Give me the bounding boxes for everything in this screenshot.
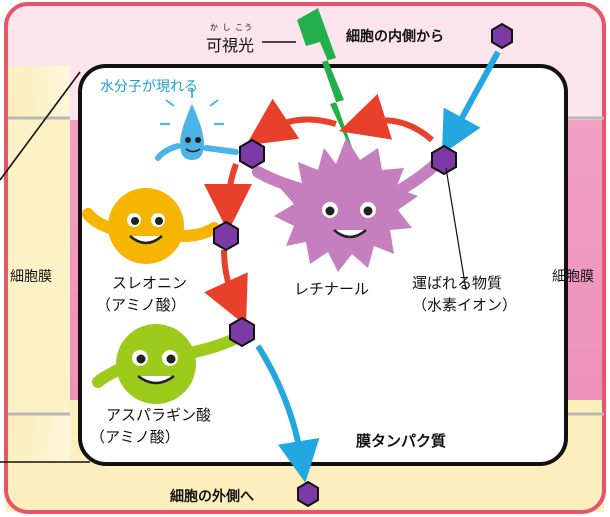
- hexagon-bottom: [297, 480, 319, 508]
- water-appears-label: 水分子が現れる: [100, 79, 198, 95]
- hydrogen-ion-hexagons: [213, 22, 513, 508]
- hexagon-top: [491, 22, 513, 50]
- threonine-label: スレオニン: [112, 274, 188, 292]
- membrane-label-right: 細胞膜: [552, 269, 594, 285]
- outside-cell-label: 細胞の外側へ: [170, 489, 254, 505]
- red-arrows: [204, 93, 434, 326]
- water-molecule-character: [155, 88, 239, 161]
- hexagon-water: [239, 138, 265, 170]
- visible-light-label: 可視光: [206, 36, 255, 55]
- asparagine-sublabel: （アミノ酸）: [90, 428, 180, 446]
- blue-arrow-in: [441, 50, 501, 155]
- carried-leader: [445, 167, 467, 291]
- carried-sublabel: （水素イオン）: [412, 296, 518, 314]
- membrane-protein-label: 膜タンパク質: [356, 432, 447, 450]
- threonine-sublabel: （アミノ酸）: [96, 296, 186, 314]
- hexagon-asparagine: [229, 316, 255, 348]
- visible-light-ruby: か し こう: [210, 23, 254, 32]
- threonine-character: [82, 188, 220, 264]
- inside-cell-label: 細胞の内側から: [346, 29, 444, 45]
- blue-arrow-out: [255, 344, 320, 483]
- carried-label: 運ばれる物質: [412, 274, 503, 292]
- hexagon-retinal: [431, 144, 457, 176]
- asparagine-label: アスパラギン酸: [106, 406, 212, 424]
- zoom-region-left: [0, 66, 90, 463]
- membrane-label-left: 細胞膜: [10, 269, 52, 285]
- retinal-label: レチナール: [294, 280, 370, 298]
- hexagon-threonine: [213, 220, 239, 252]
